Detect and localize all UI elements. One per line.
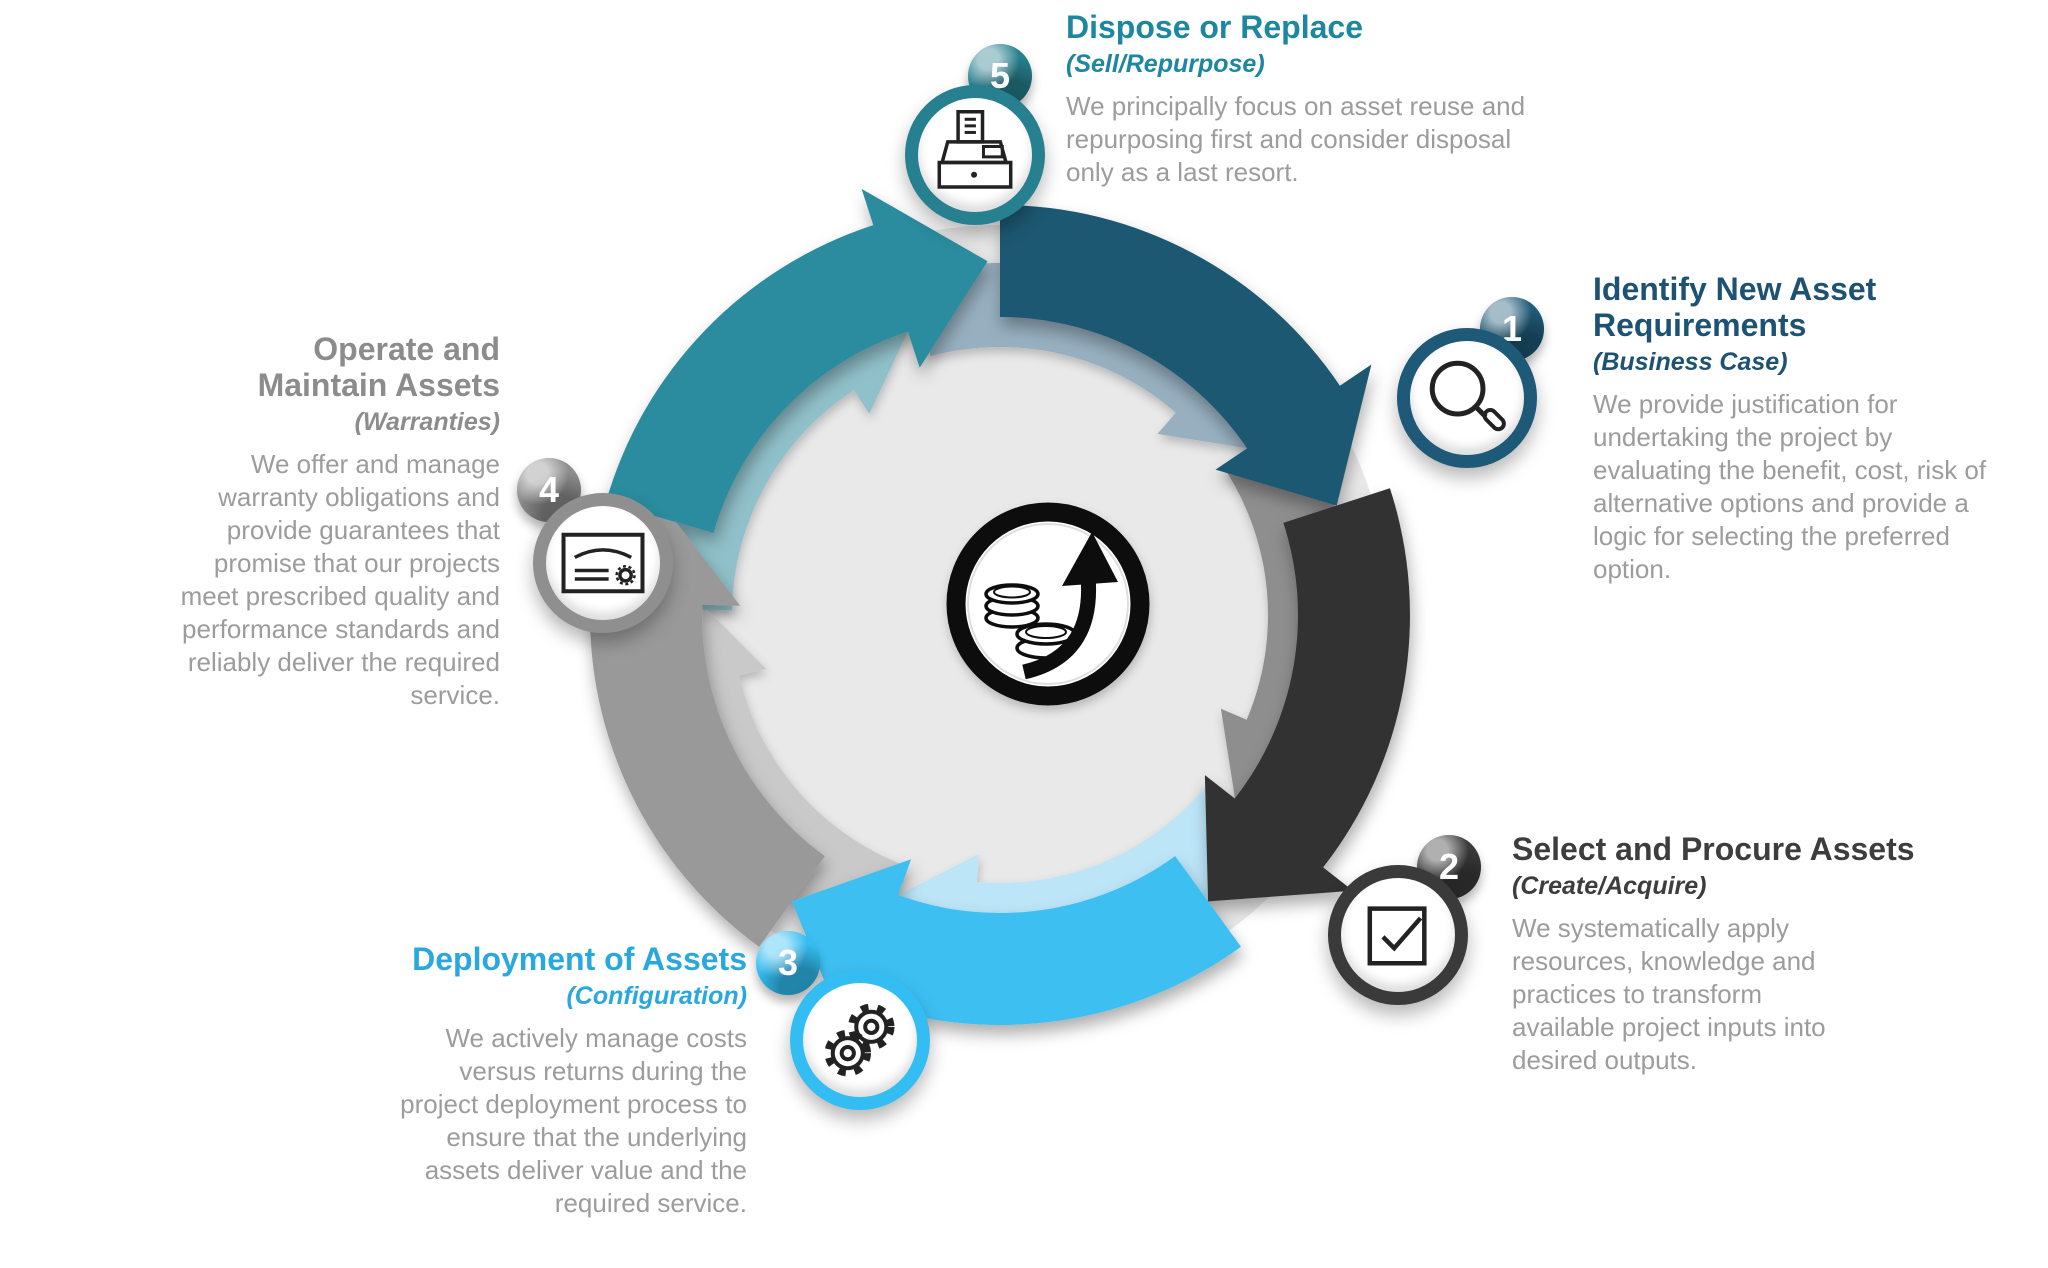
stage-1-subtitle: (Business Case) bbox=[1593, 347, 1788, 376]
stage-2-description: We systematically apply resources, knowl… bbox=[1512, 912, 1826, 1075]
stage-1-number: 1 bbox=[1501, 308, 1523, 349]
stage-3-title: Deployment of Assets bbox=[412, 941, 747, 977]
warranty-certificate-icon bbox=[556, 516, 650, 610]
stage-3-subtitle: (Configuration) bbox=[566, 981, 747, 1010]
stage-3-number: 3 bbox=[777, 942, 799, 983]
growth-arrow-head bbox=[1062, 532, 1118, 586]
stage-3-number-badge: 3 bbox=[756, 931, 820, 995]
stage-2-title: Select and Procure Assets bbox=[1512, 831, 1915, 867]
stage-4-icon-circle bbox=[533, 493, 673, 633]
stage-5-description: We principally focus on asset reuse and … bbox=[1066, 90, 1526, 187]
cash-register-icon bbox=[928, 108, 1022, 202]
stage-4-number: 4 bbox=[538, 469, 560, 510]
cycle-arrow-stage-2 bbox=[1204, 488, 1410, 902]
stage-4-number-badge: 4 bbox=[517, 458, 581, 522]
coins-icon bbox=[984, 583, 1077, 660]
stage-1-icon-circle bbox=[1397, 328, 1537, 468]
cycle-arrow-under-stage-5 bbox=[648, 296, 915, 611]
growth-arrow-icon bbox=[1022, 575, 1097, 680]
magnifying-glass-icon bbox=[1420, 351, 1514, 445]
stage-2-number: 2 bbox=[1438, 846, 1460, 887]
stage-2-icon-circle bbox=[1328, 865, 1468, 1005]
stage-3-icon-circle bbox=[790, 970, 930, 1110]
money-growth-icon bbox=[946, 502, 1150, 706]
cycle-arrow-stage-5 bbox=[605, 188, 988, 533]
emblem-inner-rim bbox=[967, 523, 1129, 685]
stage-1-block: Identify New Asset Requirements (Busines… bbox=[1593, 271, 2013, 586]
stage-4-block: Operate and Maintain Assets (Warranties)… bbox=[140, 331, 500, 712]
stage-2-block: Select and Procure Assets (Create/Acquir… bbox=[1512, 831, 1982, 1077]
cycle-arrow-stage-1 bbox=[1000, 205, 1372, 506]
stage-5-icon-circle bbox=[905, 85, 1045, 225]
gears-icon bbox=[813, 993, 907, 1087]
stage-1-description: We provide justification for undertaking… bbox=[1593, 388, 1987, 584]
stage-4-subtitle: (Warranties) bbox=[354, 407, 500, 436]
stage-5-subtitle: (Sell/Repurpose) bbox=[1066, 49, 1265, 78]
stage-2-subtitle: (Create/Acquire) bbox=[1512, 871, 1707, 900]
stage-4-title: Operate and Maintain Assets bbox=[257, 331, 500, 403]
stage-3-block: Deployment of Assets (Configuration) We … bbox=[315, 941, 747, 1220]
stage-4-description: We offer and manage warranty obligations… bbox=[180, 448, 500, 710]
checkbox-icon bbox=[1351, 888, 1445, 982]
stage-5-number: 5 bbox=[989, 55, 1011, 96]
stage-1-title: Identify New Asset Requirements bbox=[1593, 271, 1877, 343]
stage-3-description: We actively manage costs versus returns … bbox=[400, 1022, 747, 1218]
stage-5-title: Dispose or Replace bbox=[1066, 9, 1363, 45]
stage-5-block: Dispose or Replace (Sell/Repurpose) We p… bbox=[1066, 9, 1544, 189]
